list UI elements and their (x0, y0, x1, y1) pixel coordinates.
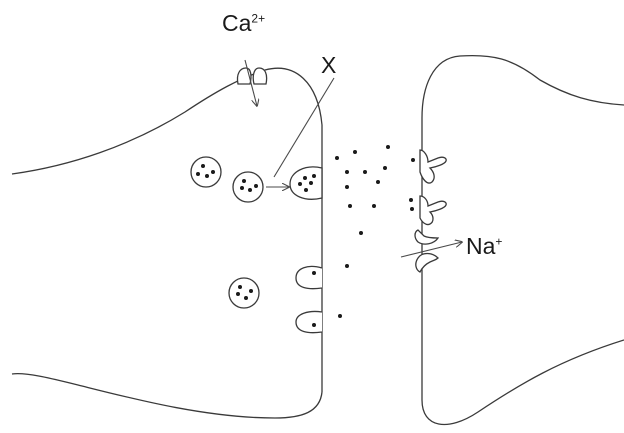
vesicle (232, 171, 264, 203)
neurotransmitter (312, 271, 316, 275)
x-label: X (321, 52, 337, 78)
presynaptic-membrane-top (11, 67, 323, 392)
fusing-vesicle (289, 166, 323, 200)
vesicle (190, 156, 222, 188)
presynaptic-membrane-bottom (11, 372, 323, 419)
calcium-label: Ca2+ (222, 10, 266, 36)
exocytosis-pocket (295, 310, 323, 334)
sodium-label: Na+ (466, 233, 503, 259)
calcium-arrow (244, 59, 257, 106)
receptor (409, 195, 447, 226)
sodium-arrow (400, 242, 462, 258)
neurotransmitter (312, 323, 316, 327)
neurotransmitter-group (335, 145, 390, 318)
receptor (415, 252, 439, 273)
x-pointer-line (273, 77, 335, 178)
vesicle (228, 277, 260, 309)
exocytosis-pocket (295, 265, 323, 290)
calcium-channel (236, 67, 268, 85)
postsynaptic-membrane-lower (421, 118, 624, 426)
postsynaptic-membrane-left (421, 54, 624, 119)
receptor (411, 149, 447, 184)
receptor (414, 229, 440, 245)
